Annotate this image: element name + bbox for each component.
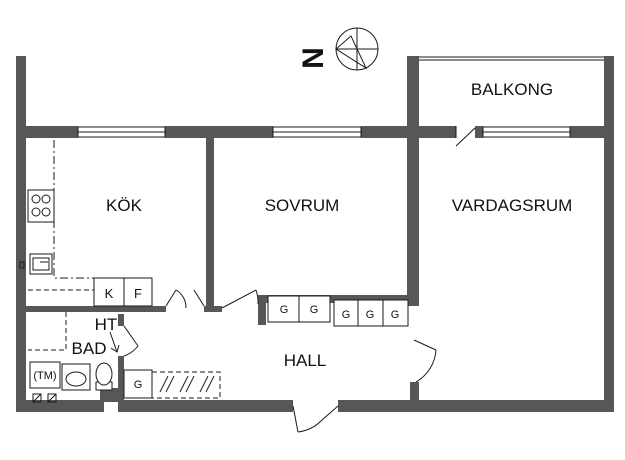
wardrobe-label-2: G <box>310 304 319 316</box>
label-ht: HT <box>95 315 118 334</box>
room-label-sovrum: SOVRUM <box>265 196 340 215</box>
balcony-door <box>455 126 476 147</box>
wardrobe-label-4: G <box>366 309 375 321</box>
fridge-unit <box>93 277 125 307</box>
bedroom-door <box>221 289 259 309</box>
entrance-door <box>292 405 339 433</box>
kitchen-sink-icon <box>19 253 53 275</box>
window-kitchen <box>77 126 166 138</box>
bathroom-door <box>123 325 139 357</box>
room-label-kok: KÖK <box>106 196 143 215</box>
window-bedroom <box>272 126 362 138</box>
wardrobe-label-1: G <box>280 304 289 316</box>
living-room-door <box>413 339 437 383</box>
arrow-down-icon <box>109 331 120 353</box>
window-living-room <box>482 126 571 138</box>
wardrobe-label-3: G <box>342 309 351 321</box>
stove-icon <box>27 189 55 223</box>
balcony-railing <box>419 56 604 61</box>
kitchen-door <box>165 289 205 309</box>
washbasin-icon <box>61 363 91 391</box>
washing-machine-label: (TM) <box>33 370 56 382</box>
bathroom-fixtures: (TM) <box>28 312 120 403</box>
doors <box>123 126 476 433</box>
freezer-unit <box>123 277 153 307</box>
wardrobes: G G G G G G <box>123 295 409 399</box>
room-label-hall: HALL <box>284 351 327 370</box>
compass-north-label: N <box>297 47 330 69</box>
fridge-label: K <box>105 286 114 301</box>
wardrobe-label-5: G <box>391 309 400 321</box>
room-label-bad: BAD <box>72 339 107 358</box>
room-label-vardagsrum: VARDAGSRUM <box>452 196 573 215</box>
room-label-balkong: BALKONG <box>471 80 553 99</box>
toilet-icon <box>95 362 113 391</box>
walls <box>16 56 614 412</box>
wardrobe-label-6: G <box>134 379 143 391</box>
freezer-label: F <box>134 286 142 301</box>
kitchen-fixtures: K F <box>19 140 153 307</box>
floor-drain-icon <box>32 393 57 403</box>
compass-icon <box>335 27 379 71</box>
windows <box>77 56 604 138</box>
